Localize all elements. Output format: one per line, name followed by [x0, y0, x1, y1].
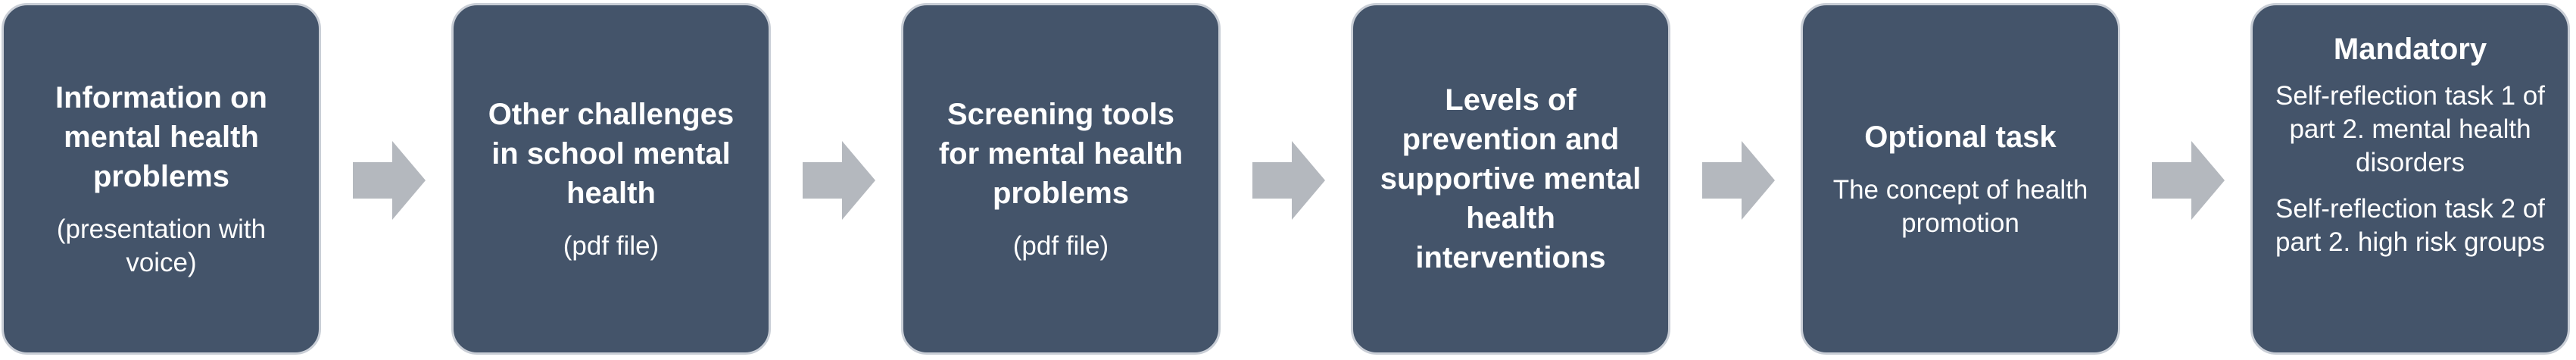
step-box-levels-of-prevention: Levels of prevention and supportive ment… [1351, 3, 1670, 355]
mandatory-task-2: Self-reflection task 2 of part 2. high r… [2275, 194, 2545, 257]
right-arrow-icon [1702, 141, 1775, 220]
step-title: Optional task [1864, 121, 2057, 155]
step-title: Information on mental health problems [55, 81, 267, 194]
step-box-other-challenges: Other challenges in school mental health… [451, 3, 771, 355]
right-arrow-icon [2152, 141, 2225, 220]
step-title: Levels of prevention and supportive ment… [1380, 83, 1642, 274]
step-subtitle: The concept of health promotion [1832, 175, 2088, 238]
step-subtitle: (pdf file) [1012, 231, 1109, 261]
step-title: Mandatory [2333, 33, 2487, 66]
mandatory-task-1: Self-reflection task 1 of part 2. mental… [2275, 81, 2545, 177]
step-title: Screening tools for mental health proble… [938, 98, 1184, 211]
step-subtitle: (pdf file) [563, 231, 660, 261]
step-box-optional-task: Optional task The concept of health prom… [1801, 3, 2120, 355]
step-box-mental-health-information: Information on mental health problems (p… [2, 3, 321, 355]
step-title: Other challenges in school mental health [488, 98, 734, 211]
step-subtitle: (presentation with voice) [56, 214, 267, 277]
step-box-mandatory: Mandatory Self-reflection task 1 of part… [2250, 3, 2570, 355]
right-arrow-icon [1252, 141, 1325, 220]
right-arrow-icon [353, 141, 426, 220]
step-box-screening-tools: Screening tools for mental health proble… [901, 3, 1221, 355]
right-arrow-icon [803, 141, 875, 220]
